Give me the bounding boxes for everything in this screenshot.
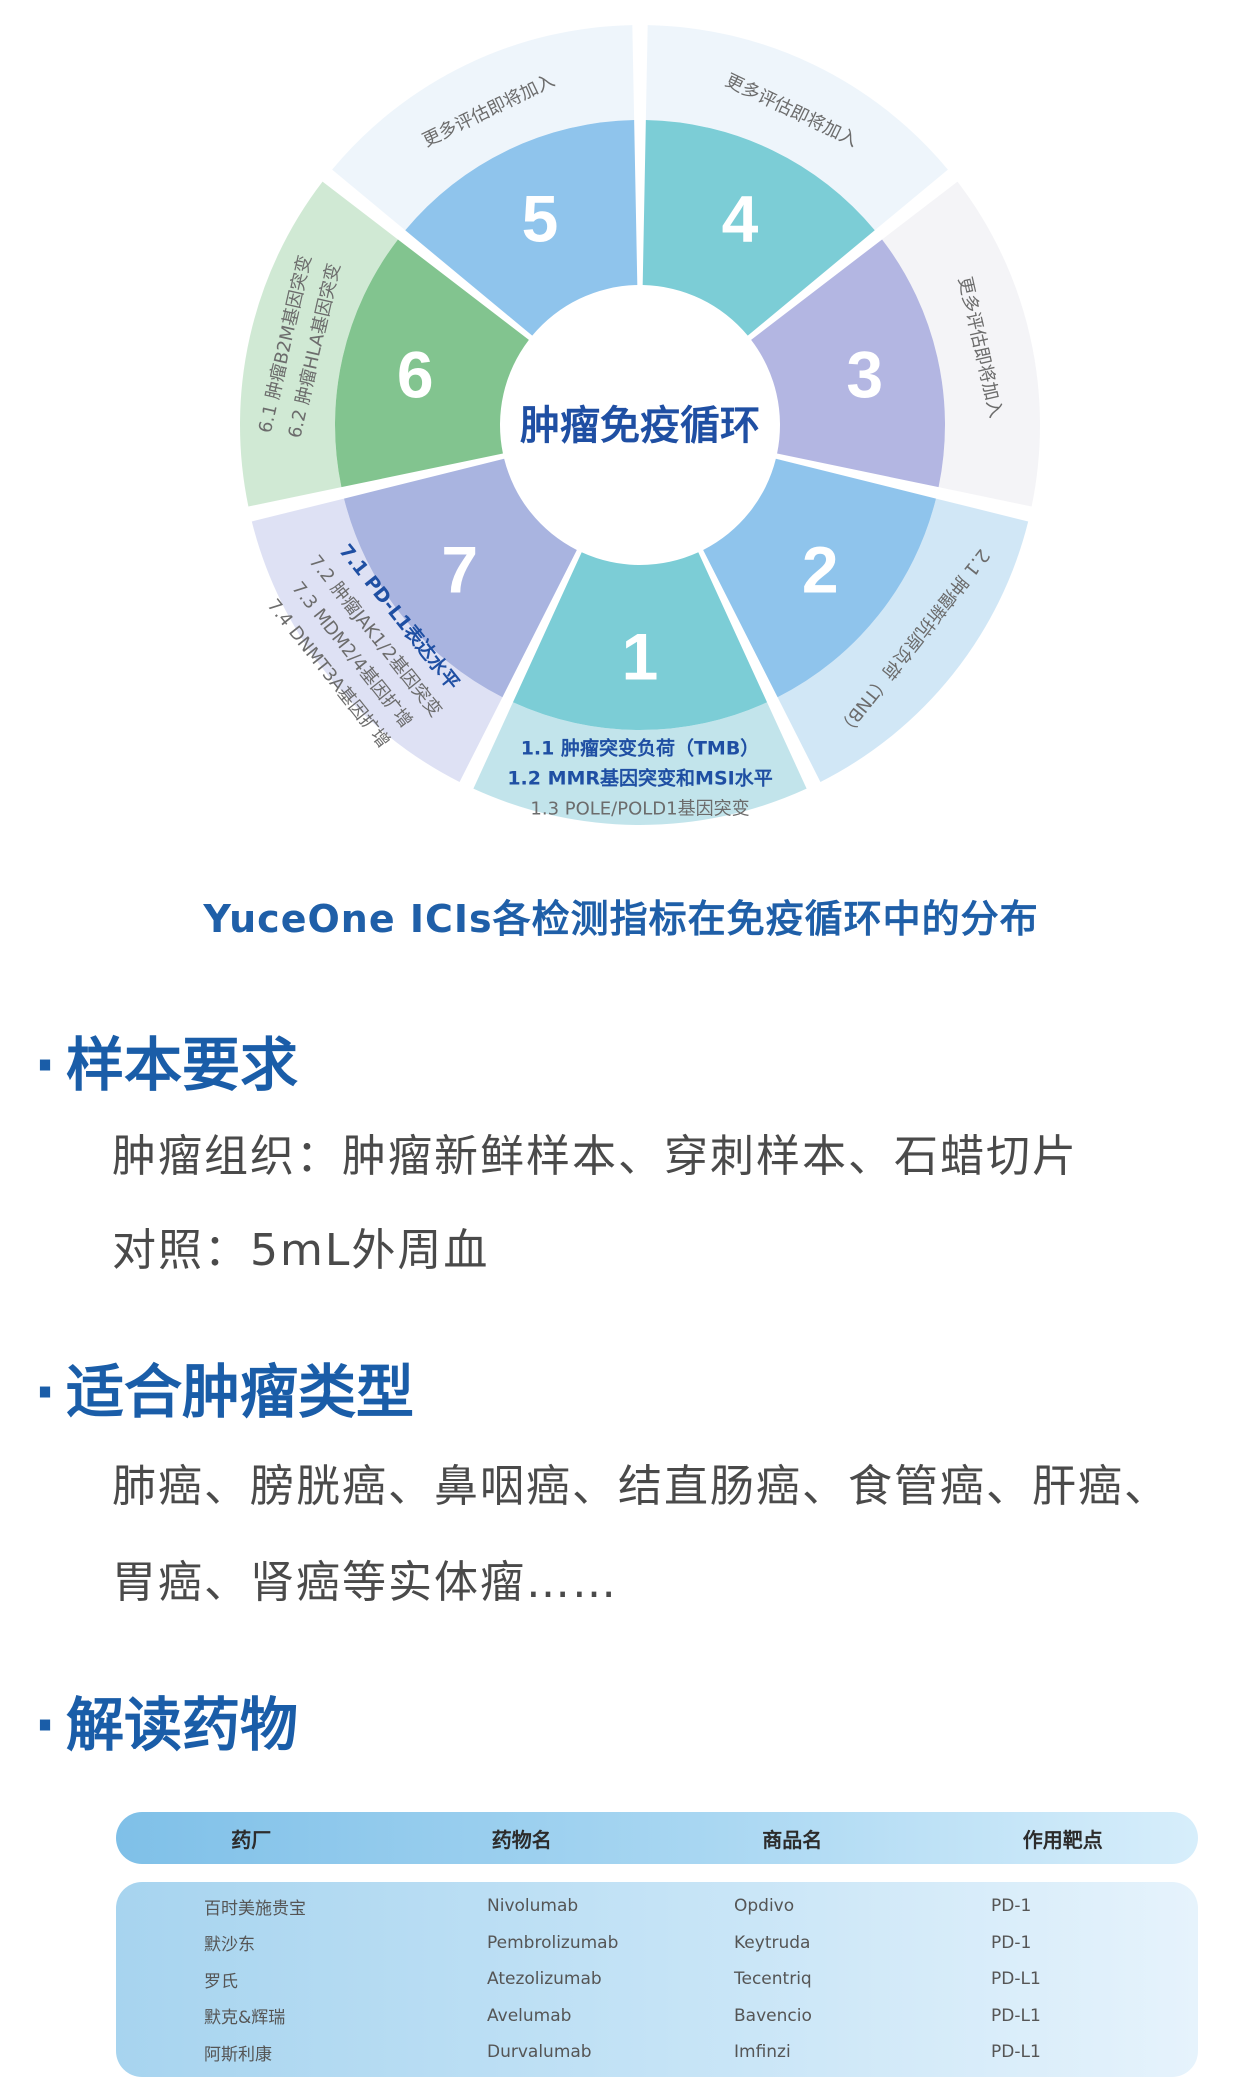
cell-manufacturer: 默克&辉瑞 xyxy=(204,2008,286,2029)
cell-drug-name: Nivolumab xyxy=(487,1896,579,1917)
cell-manufacturer: 默沙东 xyxy=(204,1935,255,1956)
outer-label-1-1: 1.1 肿瘤突变负荷（TMB） xyxy=(521,736,760,759)
cell-drug-name: Durvalumab xyxy=(487,2042,592,2063)
outer-band-7 xyxy=(251,498,503,782)
cell-manufacturer: 罗氏 xyxy=(204,1971,238,1992)
wheel-center-title: 肿瘤免疫循环 xyxy=(520,403,760,449)
table-row: 阿斯利康 Durvalumab Imfinzi PD-L1 xyxy=(116,2034,1198,2071)
cell-drug-name: Atezolizumab xyxy=(487,1969,602,1990)
tumor-line-2: 胃癌、肾癌等实体瘤…… xyxy=(112,1557,618,1608)
segment-number-1: 1 xyxy=(622,620,659,694)
cell-brand-name: Opdivo xyxy=(734,1896,795,1917)
segment-1 xyxy=(512,552,768,730)
cell-target: PD-L1 xyxy=(991,1969,1041,1990)
diagram-caption: YuceOne ICIs各检测指标在免疫循环中的分布 xyxy=(203,897,1039,941)
segment-6 xyxy=(334,239,529,488)
outer-band-1 xyxy=(473,702,807,825)
cell-target: PD-L1 xyxy=(991,2005,1041,2026)
cell-manufacturer: 百时美施贵宝 xyxy=(204,1898,306,1919)
segment-2 xyxy=(703,458,936,698)
segment-7 xyxy=(344,458,577,698)
cell-manufacturer: 阿斯利康 xyxy=(204,2044,272,2065)
cell-target: PD-L1 xyxy=(991,2042,1041,2063)
segment-number-6: 6 xyxy=(397,338,434,412)
drug-table-header: 药厂 药物名 商品名 作用靶点 xyxy=(116,1812,1198,1864)
outer-label-1-3: 1.3 POLE/POLD1基因突变 xyxy=(530,798,749,819)
immune-cycle-diagram: 1 1.1 肿瘤突变负荷（TMB） 1.2 MMR基因突变和MSI水平 1.3 POL… xyxy=(0,0,1242,880)
svg-text:1.2 MMR基因突变和MSI水平: 1.2 MMR基因突变和MSI水平 xyxy=(507,766,772,789)
sample-line-control: 对照：5mL外周血 xyxy=(112,1225,490,1276)
segment-3 xyxy=(751,239,945,488)
outer-band-5 xyxy=(332,25,635,231)
segment-number-2: 2 xyxy=(802,533,839,607)
outer-band-4 xyxy=(645,25,948,231)
segment-number-5: 5 xyxy=(522,181,559,255)
segment-number-3: 3 xyxy=(846,338,883,412)
cell-drug-name: Pembrolizumab xyxy=(487,1932,619,1953)
header-manufacturer: 药厂 xyxy=(231,1827,272,1852)
header-drug-name: 药物名 xyxy=(491,1827,552,1852)
cell-brand-name: Bavencio xyxy=(734,2005,812,2026)
table-row: 罗氏 Atezolizumab Tecentriq PD-L1 xyxy=(116,1961,1198,1998)
segment-number-4: 4 xyxy=(722,181,759,255)
svg-text:1.3 POLE/POLD1基因突变: 1.3 POLE/POLD1基因突变 xyxy=(530,798,749,819)
outer-band-3 xyxy=(882,181,1040,507)
segment-4 xyxy=(642,120,875,336)
section-drugs-title: ·解读药物 xyxy=(34,1691,299,1759)
segment-number-7: 7 xyxy=(441,533,478,607)
section-tumor-title: ·适合肿瘤类型 xyxy=(34,1358,415,1426)
table-row: 默克&辉瑞 Avelumab Bavencio PD-L1 xyxy=(116,1998,1198,2035)
outer-band-6 xyxy=(240,181,398,507)
cell-brand-name: Imfinzi xyxy=(734,2042,791,2063)
cell-drug-name: Avelumab xyxy=(487,2005,572,2026)
svg-text:1.1 肿瘤突变负荷（TMB）: 1.1 肿瘤突变负荷（TMB） xyxy=(521,736,760,759)
table-row: 默沙东 Pembrolizumab Keytruda PD-1 xyxy=(116,1925,1198,1962)
segment-5 xyxy=(405,120,638,336)
outer-label-1-2: 1.2 MMR基因突变和MSI水平 xyxy=(507,766,772,789)
wheel-center xyxy=(504,289,776,561)
header-brand-name: 商品名 xyxy=(762,1827,823,1852)
header-target: 作用靶点 xyxy=(1022,1827,1103,1852)
tumor-line-1: 肺癌、膀胱癌、鼻咽癌、结直肠癌、食管癌、肝癌、 xyxy=(112,1461,1170,1512)
cell-brand-name: Tecentriq xyxy=(734,1969,812,1990)
cell-brand-name: Keytruda xyxy=(734,1932,811,1953)
table-row: 百时美施贵宝 Nivolumab Opdivo PD-1 xyxy=(116,1888,1198,1925)
immune-cycle-wheel: 1 1.1 肿瘤突变负荷（TMB） 1.2 MMR基因突变和MSI水平 1.3 POL… xyxy=(240,25,1040,825)
cell-target: PD-1 xyxy=(991,1896,1032,1917)
cell-target: PD-1 xyxy=(991,1932,1032,1953)
section-sample-title: ·样本要求 xyxy=(34,1031,299,1099)
sample-line-tissue: 肿瘤组织：肿瘤新鲜样本、穿刺样本、石蜡切片 xyxy=(112,1131,1078,1182)
outer-band-2 xyxy=(777,498,1029,782)
